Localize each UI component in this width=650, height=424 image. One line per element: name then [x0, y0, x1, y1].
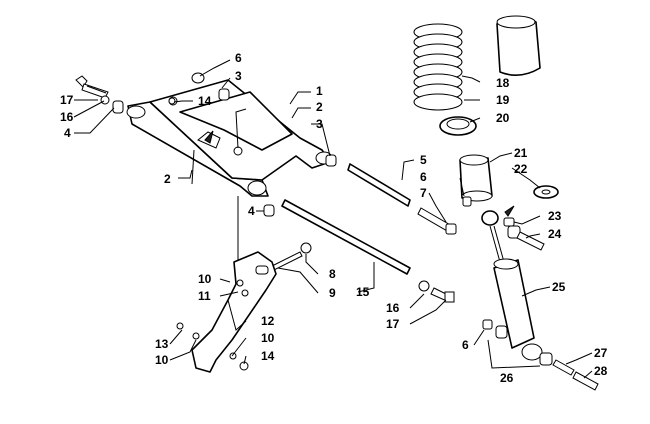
- callout-label: 23: [548, 209, 562, 223]
- callout-label: 11: [198, 289, 211, 303]
- callout-label: 1: [316, 84, 323, 98]
- bump-stop: [459, 154, 493, 202]
- mounting-bracket: [176, 196, 277, 373]
- lower-shock-hardware: [482, 319, 599, 391]
- swing-arm: [126, 79, 333, 197]
- shock-absorber: [462, 196, 545, 361]
- callout-label: 20: [496, 111, 510, 125]
- callout-label: 27: [594, 346, 608, 360]
- callout-label: 6: [462, 338, 469, 352]
- callout-label: 4: [64, 126, 71, 140]
- callout-label: 9: [329, 286, 336, 300]
- callout-label: 24: [548, 227, 562, 241]
- callout-label: 19: [496, 93, 510, 107]
- callout-label: 2: [164, 172, 171, 186]
- callout-label: 8: [329, 267, 336, 281]
- spring-seat: [439, 116, 477, 136]
- washer: [533, 185, 559, 199]
- callout-label: 22: [514, 162, 528, 176]
- callout-label: 14: [198, 94, 212, 108]
- callout-label: 17: [386, 317, 400, 331]
- callout-label: 21: [514, 146, 528, 160]
- callout-label: 3: [316, 117, 323, 131]
- callout-label: 12: [261, 314, 275, 328]
- callout-label: 7: [420, 186, 427, 200]
- callout-label: 16: [60, 110, 74, 124]
- callout-label: 2: [316, 100, 323, 114]
- callout-labels: 1 2 2 3 3 4 4 5 6 6 6 7 8 9 10 10 10 11 …: [60, 51, 608, 385]
- callout-label: 26: [500, 371, 514, 385]
- callout-label: 18: [496, 76, 510, 90]
- callout-label: 3: [235, 69, 242, 83]
- callout-label: 5: [420, 153, 427, 167]
- callout-label: 10: [198, 272, 212, 286]
- callout-label: 14: [261, 349, 275, 363]
- callout-label: 10: [155, 353, 169, 367]
- callout-label: 13: [155, 337, 169, 351]
- callout-label: 25: [552, 280, 566, 294]
- callout-label: 10: [261, 331, 275, 345]
- coil-spring: [413, 23, 463, 111]
- callout-label: 28: [594, 364, 608, 378]
- callout-label: 6: [420, 170, 427, 184]
- shock-boot: [496, 15, 541, 76]
- callout-label: 17: [60, 93, 74, 107]
- callout-label: 16: [386, 301, 400, 315]
- axles: [271, 163, 457, 303]
- leader-lines: [73, 59, 593, 379]
- callout-label: 4: [248, 204, 255, 218]
- callout-label: 15: [356, 285, 370, 299]
- callout-label: 6: [235, 51, 242, 65]
